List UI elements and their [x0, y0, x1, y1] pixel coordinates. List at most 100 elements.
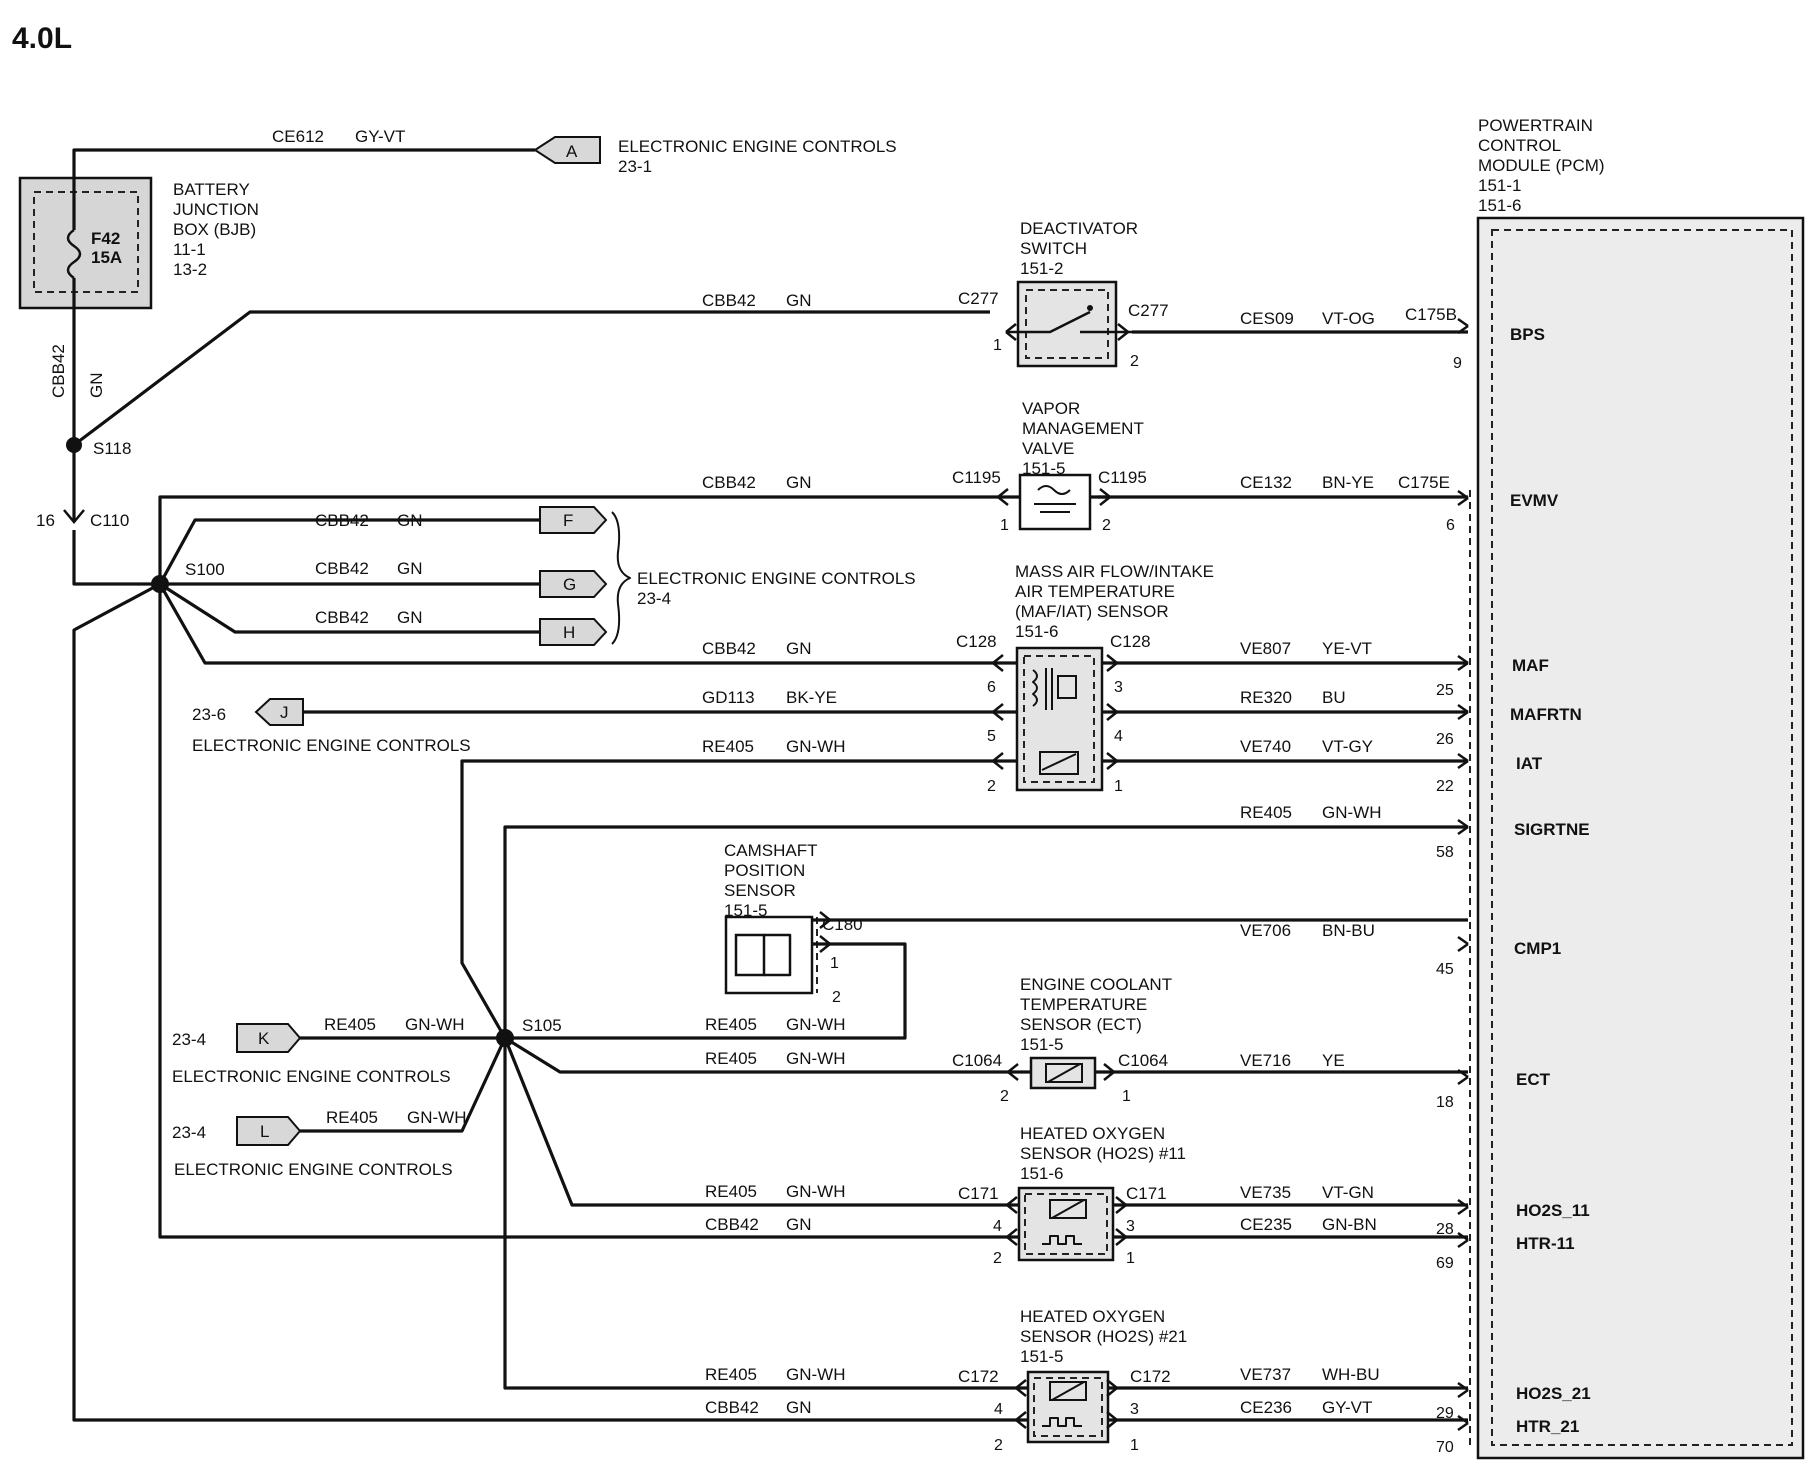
pcm-label-line-3: MODULE (PCM) [1478, 156, 1605, 175]
wire-vmv-pcm-conn: C175E [1398, 473, 1450, 492]
ho2s21-conn-right: C172 [1130, 1367, 1171, 1386]
maf-pin-3: 3 [1114, 679, 1123, 696]
wire-iat-right-color: VT-GY [1322, 737, 1373, 756]
ref-l-connector [236, 1116, 302, 1146]
wire-h-color: GN [397, 608, 423, 627]
maf-pin-1: 1 [1114, 778, 1123, 795]
wire-iat-left-circuit: RE405 [702, 737, 754, 756]
deactivator-switch [1005, 280, 1132, 368]
wire-k-color: GN-WH [405, 1015, 464, 1034]
ho2s11-pin-3: 3 [1126, 1218, 1135, 1235]
wire-cmp2-circuit: RE405 [705, 1015, 757, 1034]
wire-deact-right-circuit: CES09 [1240, 309, 1294, 328]
vapor-management-valve [997, 473, 1111, 531]
wire-g-circuit: CBB42 [315, 559, 369, 578]
pcm-signal-maf: MAF [1512, 656, 1549, 675]
ho2s11-pin-2: 2 [993, 1250, 1002, 1267]
ref-j-label: ELECTRONIC ENGINE CONTROLS [192, 736, 471, 755]
bjb-inner-outline [33, 191, 139, 293]
deactivator-label-1: DEACTIVATOR [1020, 219, 1138, 238]
ho2s21-conn-left: C172 [958, 1367, 999, 1386]
wire-ho11-htr-right-circuit: CE235 [1240, 1215, 1292, 1234]
vmv-conn-left: C1195 [952, 468, 1001, 487]
battery-junction-box: F42 15A [18, 176, 153, 310]
ect-pin-right: 1 [1122, 1088, 1131, 1105]
maf-label-1: MASS AIR FLOW/INTAKE [1015, 562, 1214, 581]
splice-s118-label: S118 [93, 439, 131, 458]
top-wire-circuit: CE612 [272, 127, 324, 146]
bjb-label-line-5: 13-2 [173, 260, 207, 279]
wire-sigrtn-color: GN-WH [1322, 803, 1381, 822]
pcm-pin-6: 6 [1446, 517, 1455, 534]
ect-label-2: TEMPERATURE [1020, 995, 1147, 1014]
ho2s11-conn-right: C171 [1126, 1184, 1167, 1203]
ref-l-letter: L [260, 1122, 269, 1141]
ho2s11-label-2: SENSOR (HO2S) #11 [1020, 1144, 1186, 1163]
wire-vmv-right-color: BN-YE [1322, 473, 1374, 492]
pcm-pin-70: 70 [1436, 1439, 1454, 1456]
ref-k-letter: K [258, 1029, 270, 1048]
wire-k-circuit: RE405 [324, 1015, 376, 1034]
wire-vmv-left-color: GN [786, 473, 812, 492]
wire-vmv-left-circuit: CBB42 [702, 473, 756, 492]
wire-ho21-htr-right-circuit: CE236 [1240, 1398, 1292, 1417]
maf-pin-6: 6 [987, 679, 996, 696]
ho2s11-label-3: 151-6 [1020, 1164, 1063, 1183]
ref-h-letter: H [563, 623, 575, 642]
ref-k-page: 23-4 [172, 1030, 206, 1049]
wire-ho21-htr-left-color: GN [786, 1398, 812, 1417]
maf-label-4: 151-6 [1015, 622, 1058, 641]
vmv-pin-left: 1 [1000, 517, 1009, 534]
c110-pin: 16 [36, 511, 55, 530]
vmv-pin-right: 2 [1102, 517, 1111, 534]
wire-cmp2-color: GN-WH [786, 1015, 845, 1034]
pcm-pin-22: 22 [1436, 778, 1454, 795]
wires [72, 148, 1468, 1422]
ref-f-connector [539, 506, 608, 534]
deactivator-pin-right: 2 [1130, 353, 1139, 370]
pcm-box [1476, 216, 1805, 1460]
ect-sensor [1006, 1056, 1115, 1090]
wire-f-circuit: CBB42 [315, 511, 369, 530]
wire-l-color: GN-WH [407, 1108, 466, 1127]
top-wire-color: GY-VT [355, 127, 405, 146]
camshaft-position-sensor [724, 911, 831, 995]
ect-label-3: SENSOR (ECT) [1020, 1015, 1142, 1034]
splice-s100-dot [151, 575, 169, 593]
ho2s11-conn-left: C171 [958, 1184, 999, 1203]
ref-h-connector [539, 618, 608, 646]
ho2s21-label-2: SENSOR (HO2S) #21 [1020, 1327, 1187, 1346]
wire-iat-left-color: GN-WH [786, 737, 845, 756]
wire-iat-right-circuit: VE740 [1240, 737, 1291, 756]
pcm-label-line-4: 151-1 [1478, 176, 1521, 195]
ho2s11-label-1: HEATED OXYGEN [1020, 1124, 1165, 1143]
bjb-label-line-3: BOX (BJB) [173, 220, 256, 239]
ho2s21-label-3: 151-5 [1020, 1347, 1063, 1366]
c110-arrow [63, 509, 85, 524]
wire-ho11-sig-right-color: VT-GN [1322, 1183, 1374, 1202]
fuse-number: F42 [91, 229, 120, 248]
cmp-pin-2: 2 [832, 989, 841, 1006]
ref-a-letter: A [566, 142, 578, 161]
wire-deact-left-color: GN [786, 291, 812, 310]
pcm-pin-9: 9 [1453, 355, 1462, 372]
ref-k-label: ELECTRONIC ENGINE CONTROLS [172, 1067, 451, 1086]
ho2s-21-sensor [1015, 1370, 1118, 1444]
wire-vmv-right-circuit: CE132 [1240, 473, 1292, 492]
pcm-signal-htr-21: HTR_21 [1516, 1417, 1579, 1436]
wire-deact-right-color: VT-OG [1322, 309, 1375, 328]
pcm-signal-ect: ECT [1516, 1070, 1551, 1089]
pcm-signal-iat: IAT [1516, 754, 1543, 773]
ref-a-page: 23-1 [618, 157, 652, 176]
pcm-pin-58: 58 [1436, 844, 1454, 861]
ho2s21-pin-1: 1 [1130, 1437, 1139, 1454]
cmp-label-2: POSITION [724, 861, 805, 880]
ref-fgh-page: 23-4 [637, 589, 671, 608]
wire-ho21-sig-left-color: GN-WH [786, 1365, 845, 1384]
vertical-wire-circuit: CBB42 [49, 344, 68, 398]
ho2s21-label-1: HEATED OXYGEN [1020, 1307, 1165, 1326]
pcm-label-line-5: 151-6 [1478, 196, 1521, 215]
ho2s21-pin-4: 4 [994, 1401, 1003, 1418]
wire-g-color: GN [397, 559, 423, 578]
pcm-pin-26: 26 [1436, 731, 1454, 748]
